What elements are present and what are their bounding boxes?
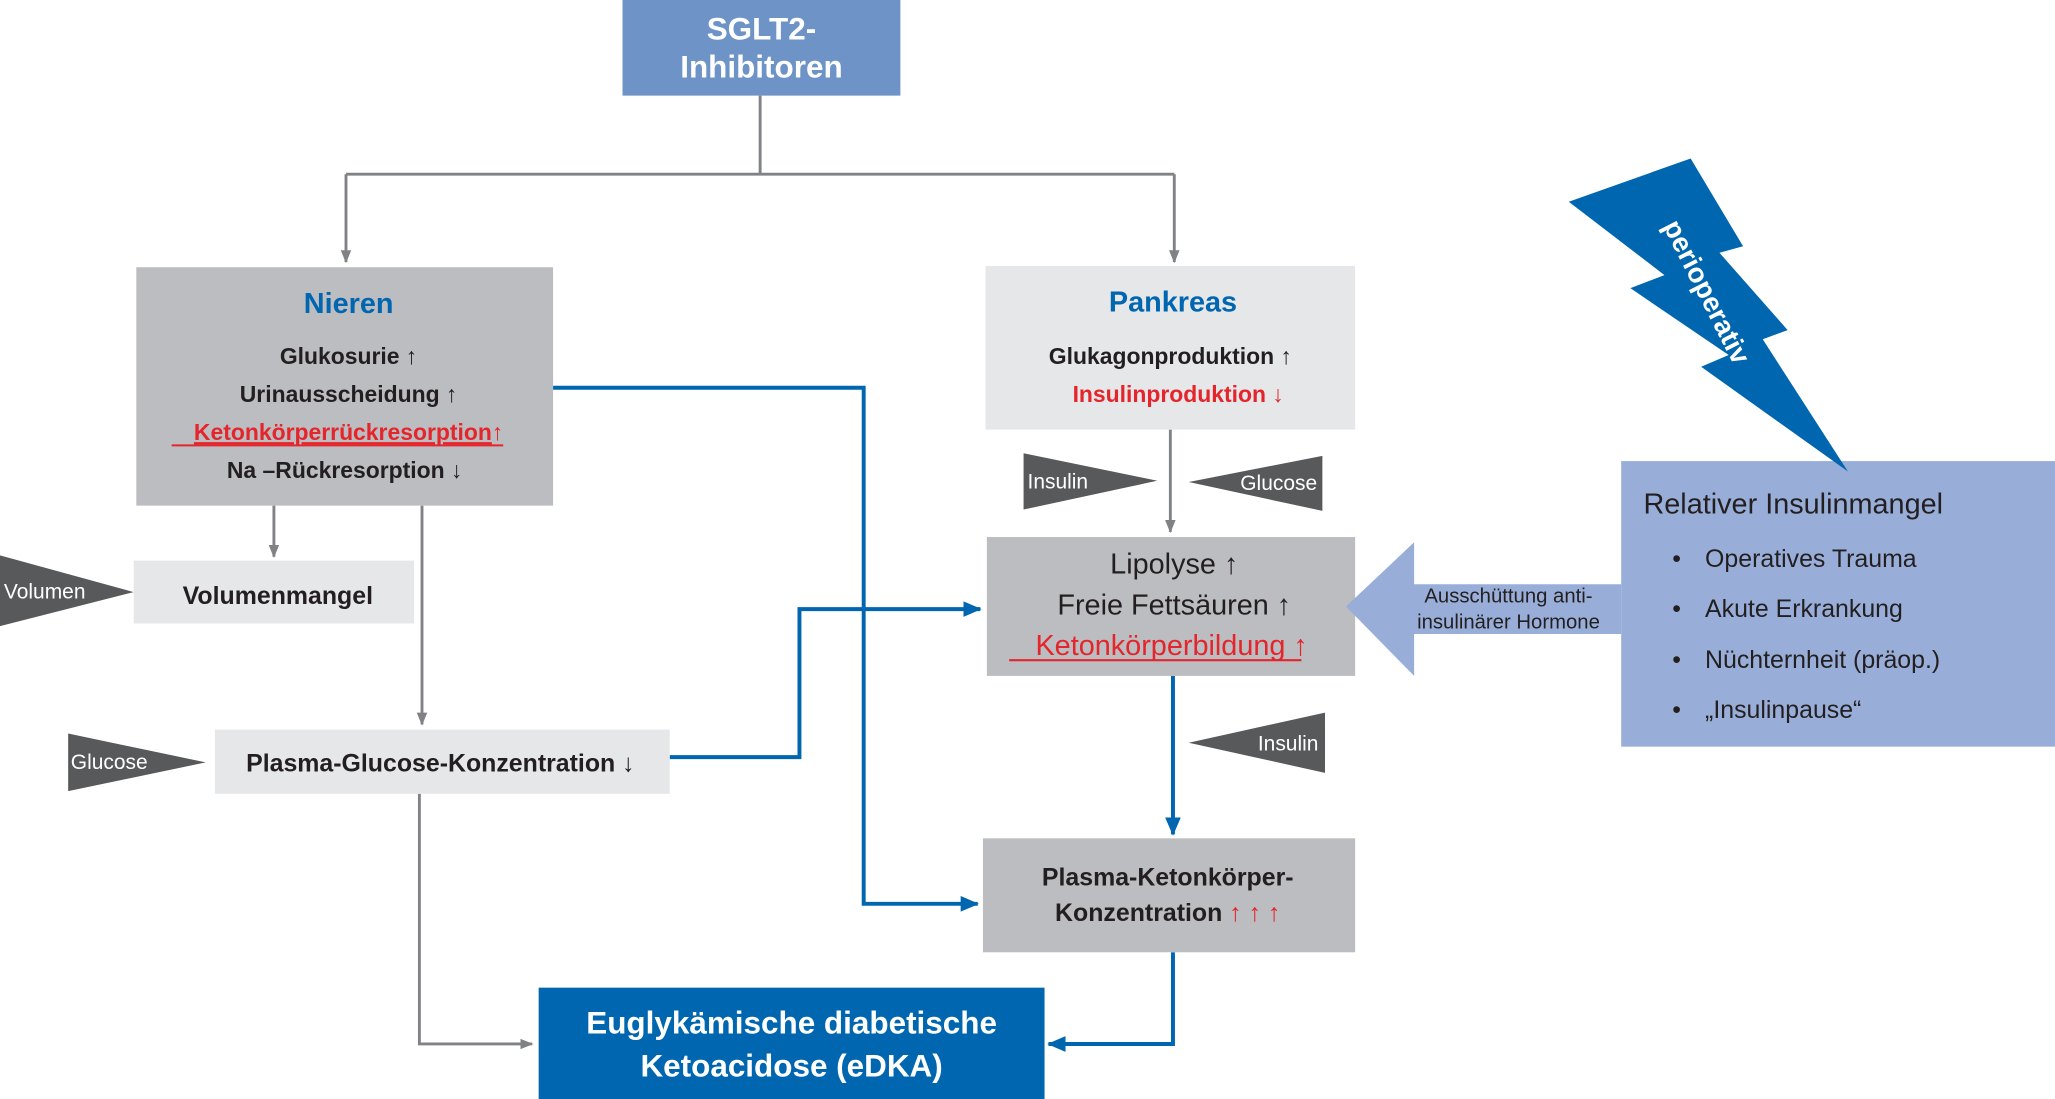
sglt2-line1: SGLT2- — [707, 11, 816, 46]
arrow-plasma-glucose-to-lipolyse — [669, 601, 982, 760]
up-arrow-icon: ↑ — [446, 381, 457, 407]
down-arrow-icon: ↓ — [451, 457, 462, 483]
item-text: Freie Fettsäuren — [1057, 589, 1268, 621]
up-arrow-icon: ↑ — [1224, 549, 1238, 581]
triangle-insulin-bottom-shape — [1188, 712, 1326, 773]
plasma-keton-box-bg — [982, 838, 1356, 953]
lipolyse-item-ketonkoerperbildung: Ketonkörperbildung ↑ — [1035, 630, 1307, 662]
triangle-glucose-left-label: Glucose — [71, 751, 148, 774]
nieren-item-na-rueckresorption: Na –Rückresorption ↓ — [227, 457, 463, 483]
nieren-item-urinausscheidung: Urinausscheidung ↑ — [240, 381, 458, 407]
plasma-keton-line1: Plasma-Ketonkörper- — [1042, 863, 1294, 891]
nieren-box: Nieren Glukosurie ↑ Urinausscheidung ↑ K… — [136, 267, 554, 506]
volumenmangel-box-bg — [133, 560, 415, 624]
item-text: Lipolyse — [1110, 549, 1216, 581]
bullet-icon: • — [1672, 696, 1681, 724]
list-item: Nüchternheit (präop.) — [1705, 646, 1940, 674]
item-text: Na –Rückresorption — [227, 457, 445, 483]
triangle-insulin-top-label: Insulin — [1028, 471, 1089, 494]
lipolyse-box: Lipolyse ↑ Freie Fettsäuren ↑ Ketonkörpe… — [986, 537, 1356, 676]
triangle-glucose-top-shape — [1188, 455, 1323, 511]
item-text: Insulinproduktion — [1073, 381, 1266, 407]
plasma-glucose-box-bg — [214, 729, 670, 794]
up-arrow-icon: ↑ — [492, 419, 503, 445]
hormone-arrow: Ausschüttung anti- insulinärer Hormone — [1345, 542, 1622, 676]
plasma-glucose-box: Plasma-Glucose-Konzentration ↓ — [214, 729, 670, 794]
sglt2-line2: Inhibitoren — [680, 49, 842, 84]
plasma-keton-box: Plasma-Ketonkörper- Konzentration ↑ ↑ ↑ — [982, 838, 1356, 953]
item-text: Glukosurie — [280, 343, 400, 369]
relative-insulinmangel-box: Relativer Insulinmangel • Operatives Tra… — [1621, 461, 2055, 747]
gray-connectors — [268, 95, 1180, 1050]
triangle-volumen-label: Volumen — [4, 581, 86, 604]
item-text: Urinausscheidung — [240, 381, 440, 407]
perioperativ-lightning: perioperativ — [1568, 158, 1848, 472]
triangle-insulin-top-shape — [1023, 453, 1158, 510]
triangle-volumen: Volumen — [0, 555, 134, 627]
arrow-nieren-to-plasma-keton — [553, 385, 980, 912]
up-arrow-icon: ↑ — [1277, 589, 1291, 621]
triple-up-arrow-icon: ↑ ↑ ↑ — [1229, 899, 1280, 927]
edka-line2: Ketoacidose (eDKA) — [640, 1049, 942, 1084]
triangle-glucose-left: Glucose — [68, 733, 206, 792]
edka-line1: Euglykämische diabetische — [586, 1006, 997, 1041]
nieren-item-ketonkoerperrueckresorption: Ketonkörperrückresorption↑ — [194, 419, 503, 445]
triangle-insulin-top: Insulin — [1023, 453, 1158, 510]
plasma-keton-line2: Konzentration ↑ ↑ ↑ — [1055, 899, 1280, 927]
plasma-glucose-label: Plasma-Glucose-Konzentration ↓ — [246, 750, 635, 778]
arrow-plasma-glucose-to-edka — [417, 793, 534, 1050]
relative-insulinmangel-box-bg — [1621, 461, 2055, 747]
arrow-plasma-keton-to-edka — [1047, 952, 1175, 1052]
item-text: Ketonkörperbildung — [1035, 630, 1285, 662]
triangle-glucose-top: Glucose — [1188, 455, 1323, 511]
pankreas-box: Pankreas Glukagonproduktion ↑ Insulinpro… — [985, 265, 1356, 430]
item-text: Ketonkörperrückresorption — [194, 419, 492, 445]
up-arrow-icon: ↑ — [1280, 343, 1291, 369]
edka-box: Euglykämische diabetische Ketoacidose (e… — [538, 987, 1045, 1099]
lipolyse-box-bg — [986, 537, 1356, 676]
pankreas-box-bg — [985, 265, 1356, 430]
relative-insulinmangel-list: • Operatives Trauma • Akute Erkrankung •… — [1672, 545, 1940, 724]
nieren-title: Nieren — [304, 288, 394, 320]
sglt2-box-bg — [622, 0, 901, 96]
lipolyse-item-lipolyse: Lipolyse ↑ — [1110, 549, 1238, 581]
pankreas-item-insulinproduktion: Insulinproduktion ↓ — [1073, 381, 1284, 407]
up-arrow-icon: ↑ — [1293, 630, 1307, 662]
triangle-glucose-left-shape — [68, 733, 206, 792]
blue-connectors — [553, 385, 1181, 1052]
relative-insulinmangel-title: Relativer Insulinmangel — [1643, 488, 1943, 520]
edka-box-bg — [538, 987, 1045, 1099]
hormone-arrow-line1: Ausschüttung anti- — [1424, 586, 1592, 608]
hormone-arrow-shape — [1345, 542, 1622, 676]
up-arrow-icon: ↑ — [406, 343, 417, 369]
pankreas-title: Pankreas — [1109, 287, 1237, 319]
down-arrow-icon: ↓ — [622, 750, 634, 778]
nieren-box-bg — [136, 267, 554, 506]
list-item: „Insulinpause“ — [1705, 696, 1861, 724]
item-text: Glukagonproduktion — [1049, 343, 1274, 369]
pankreas-item-glukagonproduktion: Glukagonproduktion ↑ — [1049, 343, 1292, 369]
list-item: Operatives Trauma — [1705, 545, 1917, 573]
volumenmangel-box: Volumenmangel — [133, 560, 415, 624]
triangle-volumen-shape — [0, 555, 134, 627]
sglt2-inhibitoren-box: SGLT2- Inhibitoren — [622, 0, 901, 96]
hormone-arrow-line2: insulinärer Hormone — [1417, 612, 1600, 634]
lightning-bolt-icon — [1568, 158, 1848, 472]
bullet-icon: • — [1672, 595, 1681, 623]
triangle-insulin-bottom-label: Insulin — [1258, 733, 1319, 756]
triangle-glucose-top-label: Glucose — [1240, 472, 1317, 495]
bullet-icon: • — [1672, 646, 1681, 674]
lipolyse-item-freie-fettsaeuren: Freie Fettsäuren ↑ — [1057, 589, 1291, 621]
nieren-item-glukosurie: Glukosurie ↑ — [280, 343, 418, 369]
down-arrow-icon: ↓ — [1272, 381, 1283, 407]
label-text: Plasma-Glucose-Konzentration — [246, 750, 615, 778]
volumenmangel-label: Volumenmangel — [183, 582, 373, 610]
bullet-icon: • — [1672, 545, 1681, 573]
triangle-insulin-bottom: Insulin — [1188, 712, 1326, 773]
list-item: Akute Erkrankung — [1705, 595, 1903, 623]
label-text: Konzentration — [1055, 899, 1222, 927]
